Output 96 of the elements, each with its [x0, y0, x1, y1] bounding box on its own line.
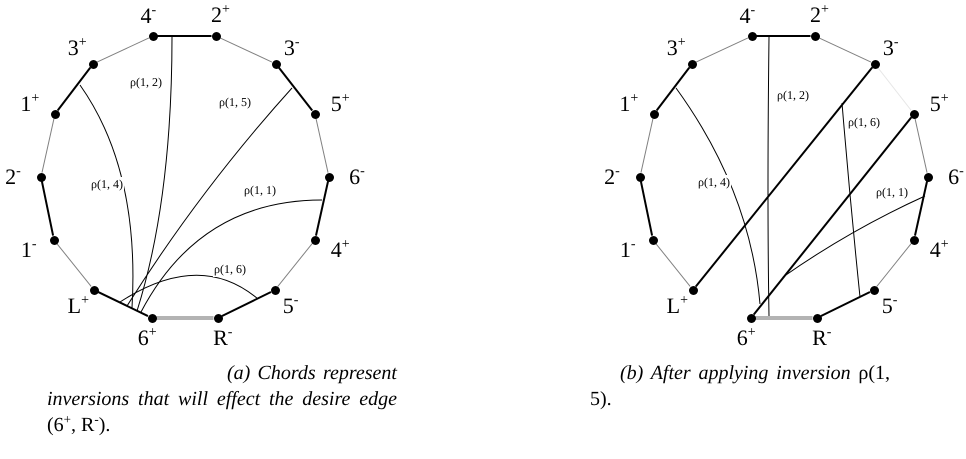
vertex-label: 3$^{-}$: [284, 36, 300, 59]
figure-caption: (a) Chords represent inversions that will effect the desire edge (6$^{+}$, R$^{-}$).: [47, 361, 397, 438]
vertex-dot: [148, 32, 158, 40]
graph-edge: [696, 37, 748, 63]
graph-edge: [315, 118, 329, 174]
vertex-label: 5$^{+}$: [930, 92, 949, 115]
graph-edge: [640, 181, 654, 236]
graph-edge: [914, 181, 928, 236]
graph-edge: [656, 66, 690, 112]
vertex-dot: [310, 110, 320, 118]
graph-edge: [818, 37, 872, 63]
graph-edge: [222, 291, 272, 317]
vertex-dot: [910, 110, 918, 118]
graph-edge: [655, 243, 691, 287]
vertex-dot: [688, 286, 698, 294]
vertex-label: L$^{+}$: [68, 295, 89, 318]
vertex-label: 2$^{+}$: [211, 4, 230, 26]
vertex-dot: [36, 172, 46, 182]
graph-edge: [41, 118, 55, 174]
vertex-label: 5$^{-}$: [882, 295, 898, 318]
vertex-label: 2$^{-}$: [604, 166, 620, 188]
vertex-dot: [324, 172, 334, 182]
chord-label: ρ(1, 1): [875, 185, 909, 200]
vertex-label: 2$^{+}$: [810, 4, 829, 26]
vertex-dot: [688, 60, 696, 68]
vertex-dot: [746, 314, 756, 322]
vertex-dot: [870, 286, 878, 294]
vertex-dot: [90, 286, 98, 294]
vertex-dot: [50, 110, 60, 118]
graph-edge: [56, 243, 92, 287]
vertex-label: 4$^{+}$: [930, 239, 949, 262]
chord-label: ρ(1, 6): [213, 262, 247, 277]
graph-edge: [820, 291, 870, 317]
vertex-label: 4$^{-}$: [740, 4, 756, 27]
vertex-dot: [748, 32, 756, 40]
vertex-label: 3$^{+}$: [666, 36, 686, 59]
graph-edge: [56, 66, 92, 112]
graph-edge: [220, 37, 272, 63]
vertex-label: 4$^{-}$: [140, 4, 156, 27]
vertex-label: 5$^{-}$: [282, 295, 298, 318]
graph-edge: [40, 181, 54, 236]
vertex-dot: [50, 236, 58, 244]
vertex-dot: [214, 314, 222, 322]
vertex-label: R$^{-}$: [213, 327, 232, 350]
graph-edge: [877, 67, 912, 111]
graph-edge: [96, 37, 150, 63]
graph-edge: [914, 118, 928, 174]
chord-label: ρ(1, 5): [218, 95, 252, 110]
chord-label: ρ(1, 1): [243, 183, 277, 198]
vertex-label: 3$^{+}$: [68, 36, 87, 59]
chord-label: ρ(1, 4): [90, 177, 124, 192]
graph-edge: [756, 316, 812, 320]
graph-edge: [278, 66, 314, 112]
vertex-dot: [812, 314, 822, 322]
chord-label: ρ(1, 2): [129, 75, 163, 90]
vertex-label: R$^{-}$: [812, 327, 832, 350]
graph-edge: [640, 118, 654, 174]
vertex-dot: [648, 236, 658, 244]
graph-edge: [158, 35, 212, 37]
vertex-dot: [88, 60, 98, 68]
vertex-dot: [636, 172, 644, 182]
vertex-label: 1$^{+}$: [20, 92, 40, 115]
vertex-dot: [810, 32, 820, 40]
vertex-dot: [272, 60, 280, 68]
vertex-label: 2$^{-}$: [5, 166, 21, 188]
vertex-label: 1$^{-}$: [620, 239, 636, 262]
vertex-label: 4$^{+}$: [330, 239, 350, 262]
vertex-dot: [310, 236, 320, 244]
graph-edge: [156, 316, 214, 320]
vertex-dot: [148, 314, 156, 322]
vertex-label: 6$^{+}$: [736, 327, 756, 350]
vertex-label: 1$^{+}$: [619, 92, 638, 115]
vertex-dot: [212, 32, 220, 40]
graph-edge: [756, 35, 810, 37]
vertex-label: L$^{+}$: [666, 295, 688, 318]
figure-caption: (b) After applying inversion ρ(1, 5).: [590, 361, 890, 412]
vertex-label: 6$^{+}$: [138, 327, 157, 350]
graph-edge: [315, 181, 329, 236]
vertex-label: 6$^{-}$: [349, 166, 365, 188]
vertex-label: 5$^{+}$: [330, 92, 350, 115]
chord-label: ρ(1, 6): [847, 115, 881, 130]
vertex-label: 3$^{-}$: [882, 36, 898, 59]
graph-edge: [753, 116, 912, 316]
graph-edge: [695, 66, 873, 288]
vertex-label: 6$^{-}$: [948, 166, 964, 188]
vertex-dot: [650, 110, 658, 118]
graph-edge: [876, 243, 912, 287]
graph-edge: [98, 291, 148, 317]
vertex-dot: [910, 236, 918, 244]
vertex-dot: [870, 60, 880, 68]
vertex-label: 1$^{-}$: [20, 239, 37, 262]
chord-label: ρ(1, 2): [776, 88, 810, 103]
chord-label: ρ(1, 4): [697, 175, 731, 190]
graph-edge: [277, 243, 313, 287]
vertex-dot: [924, 172, 932, 182]
vertex-dot: [270, 286, 280, 294]
